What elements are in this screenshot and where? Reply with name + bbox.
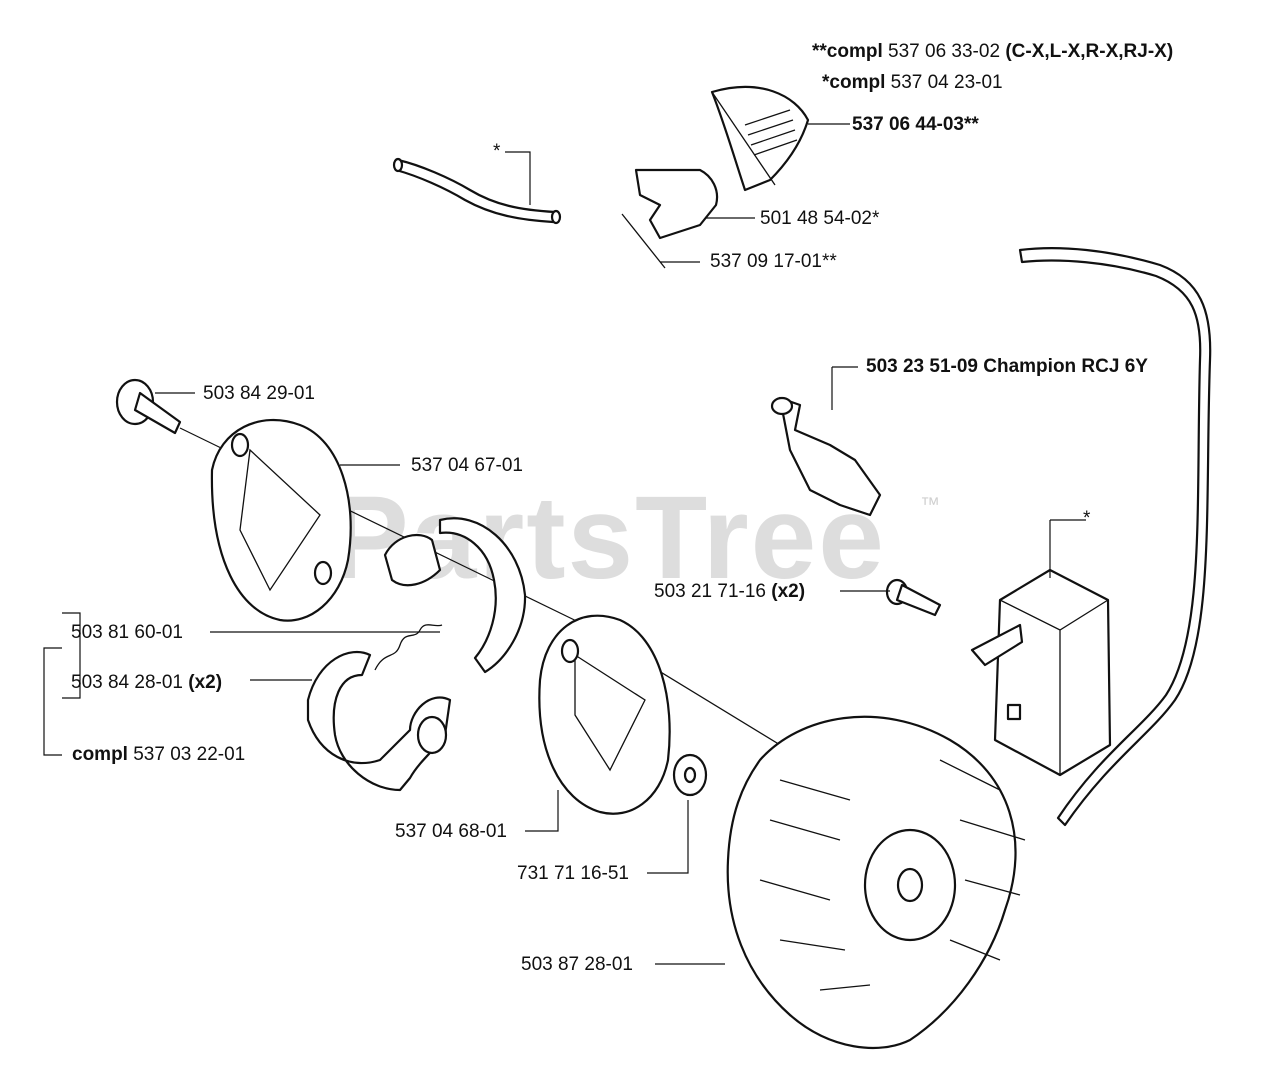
legend-line-2-prefix: *compl [822,72,886,93]
part-label-503842901[interactable]: 503 84 29-01 [203,383,315,404]
filter-plate-part[interactable] [621,168,719,269]
part-label-503217116-number[interactable]: 503 21 71-16 [654,581,766,602]
part-label-537046801[interactable]: 537 04 68-01 [395,821,507,842]
compl-label: compl 537 03 22-01 [72,744,245,766]
fuel-hose-part[interactable] [392,157,562,225]
part-label-503816001[interactable]: 503 81 60-01 [71,622,183,643]
spark-plug-part[interactable] [770,396,882,517]
ignition-lead-part[interactable] [1018,247,1212,827]
air-filter-cover-part[interactable] [710,85,810,192]
ignition-screw-part[interactable] [885,578,942,617]
legend-line-2: *compl 537 04 23-01 [822,72,1003,94]
compl-prefix: compl [72,744,128,765]
bolt-part[interactable] [115,378,182,435]
clutch-plate-upper-part[interactable] [210,418,352,622]
part-label-731711651[interactable]: 731 71 16-51 [517,863,629,884]
part-label-503842801: 503 84 28-01 (x2) [71,672,222,694]
star-hose-label: * [493,141,501,162]
watermark-trademark: ™ [920,494,940,516]
star-ignition-label: * [1083,508,1091,529]
compl-number[interactable]: 537 03 22-01 [133,744,246,765]
clutch-shoe-upper-part[interactable] [383,517,527,674]
legend-line-1-number[interactable]: 537 06 33-02 [888,41,1001,62]
part-label-537046701[interactable]: 537 04 67-01 [411,455,523,476]
quantity-x2-b: (x2) [188,672,223,693]
ignition-module-part[interactable] [970,568,1112,777]
legend-line-1: **compl 537 06 33-02 (C-X,L-X,R-X,RJ-X) [812,41,1173,63]
leader-lines [43,123,1086,965]
flywheel-part[interactable] [726,715,1026,1050]
clutch-spring-part[interactable] [374,624,443,671]
washer-part[interactable] [672,753,708,797]
part-label-537091701[interactable]: 537 09 17-01** [710,251,837,272]
legend-line-1-prefix: **compl [812,41,883,62]
legend-line-2-number[interactable]: 537 04 23-01 [890,72,1003,93]
legend-line-1-suffix: (C-X,L-X,R-X,RJ-X) [1005,41,1174,62]
part-label-503232509[interactable]: 503 23 51-09 Champion RCJ 6Y [866,356,1148,377]
quantity-x2-a: (x2) [771,581,806,602]
part-label-503217116: 503 21 71-16 (x2) [654,581,805,603]
part-label-503842801-number[interactable]: 503 84 28-01 [71,672,183,693]
clutch-shoe-lower-part[interactable] [306,650,452,792]
part-label-537064403[interactable]: 537 06 44-03** [852,114,979,135]
part-label-501485402[interactable]: 501 48 54-02* [760,208,880,229]
part-label-503872801[interactable]: 503 87 28-01 [521,954,633,975]
clutch-plate-lower-part[interactable] [538,614,671,815]
